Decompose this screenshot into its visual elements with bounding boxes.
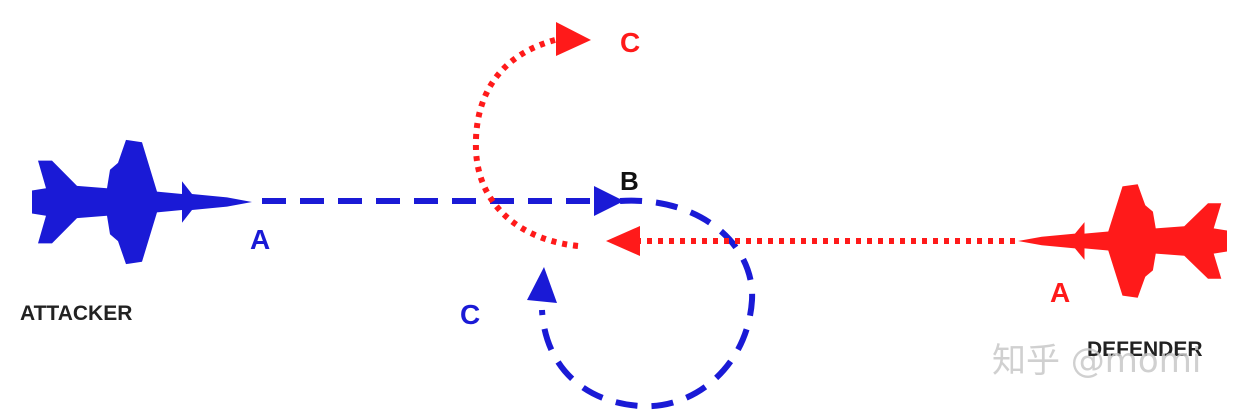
attacker-path-c-loop <box>539 197 756 410</box>
defender-caption: DEFENDER <box>1087 338 1203 361</box>
defender-label-a: A <box>1050 277 1070 308</box>
attacker-jet-icon <box>32 139 252 265</box>
attacker-label-a: A <box>250 224 270 255</box>
defender-label-c: C <box>620 27 640 58</box>
defender-path-c-curve <box>472 37 579 249</box>
defender-arrow-a <box>606 226 640 256</box>
watermark: 知乎 @momi <box>992 341 1201 381</box>
defender-arrow-c <box>556 22 591 56</box>
attacker-arrow-c <box>527 267 557 303</box>
attacker-label-b: B <box>620 166 639 196</box>
attacker-arrow-b <box>594 186 624 216</box>
attacker-caption: ATTACKER <box>20 302 132 325</box>
attacker-label-c: C <box>460 299 480 330</box>
